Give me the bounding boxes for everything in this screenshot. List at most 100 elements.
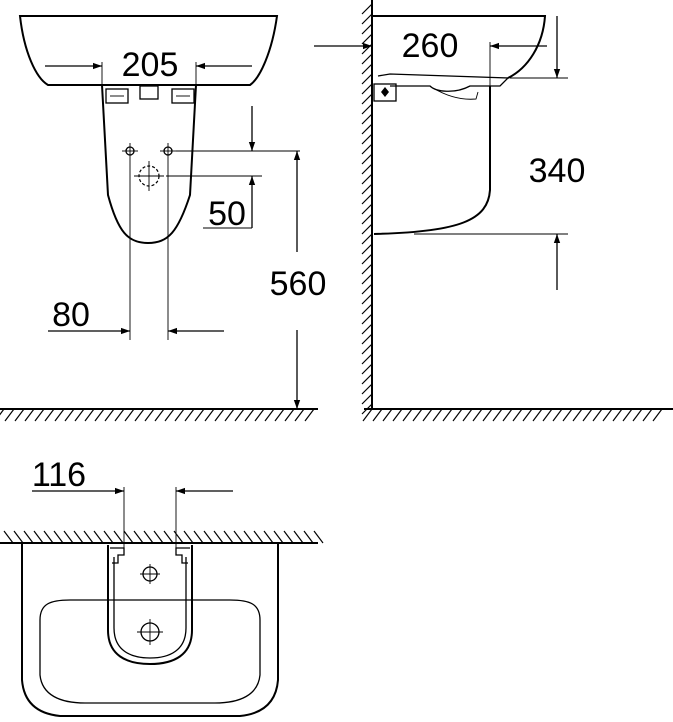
front-view: 205 50 560 80 (18, 15, 327, 409)
dimension-260: 260 (402, 27, 459, 65)
hatch-line (63, 530, 74, 544)
side-view: 260 340 (314, 0, 673, 422)
bracket-right (171, 88, 195, 104)
hatch-line (361, 253, 373, 265)
hatch-line (361, 313, 373, 325)
basin-bowl-top (39, 599, 261, 704)
hatch-line (304, 408, 315, 422)
hatch-line (361, 353, 373, 365)
fixing-hole-left (122, 143, 138, 159)
hatch-line (203, 530, 214, 544)
drain-hole-top (137, 619, 163, 645)
top-view: 116 (0, 456, 324, 717)
hatch-line (361, 93, 373, 105)
hatch-line (642, 408, 653, 422)
hatch-line (361, 113, 373, 125)
hatch-line (254, 408, 265, 422)
hatch-line (243, 530, 254, 544)
drain-hole-front (134, 161, 164, 191)
hatch-line (214, 408, 225, 422)
hatch-line (234, 408, 245, 422)
bracket-center (139, 85, 159, 100)
hatch-line (361, 213, 373, 225)
hatch-line (472, 408, 483, 422)
hatch-line (23, 530, 34, 544)
hatch-line (103, 530, 114, 544)
hatch-line (213, 530, 224, 544)
hatch-line (163, 530, 174, 544)
hatch-line (361, 223, 373, 235)
dimension-80: 80 (52, 296, 90, 334)
hatch-line (293, 530, 304, 544)
hatch-line (264, 408, 275, 422)
hatch-line (522, 408, 533, 422)
hatch-line (361, 123, 373, 135)
hatch-line (204, 408, 215, 422)
hatch-line (263, 530, 274, 544)
hatch-line (4, 408, 15, 422)
hatch-line (33, 530, 44, 544)
hatch-line (193, 530, 204, 544)
hatch-line (361, 13, 373, 25)
hatch-line (602, 408, 613, 422)
hatch-line (361, 183, 373, 195)
basin-front (18, 15, 279, 86)
hatch-line (612, 408, 623, 422)
hatch-line (283, 530, 294, 544)
hatch-line (284, 408, 295, 422)
hatch-line (402, 408, 413, 422)
hatch-line (361, 373, 373, 385)
hatch-line (562, 408, 573, 422)
dimension-560: 560 (270, 265, 327, 303)
hatch-line (104, 408, 115, 422)
hatch-line (13, 530, 24, 544)
hatch-line (73, 530, 84, 544)
hatch-line (361, 233, 373, 245)
hatch-line (194, 408, 205, 422)
hatch-line (74, 408, 85, 422)
hatch-line (361, 263, 373, 275)
hatch-line (361, 363, 373, 375)
hatch-line (361, 293, 373, 305)
floor-front (0, 408, 318, 422)
hatch-line (34, 408, 45, 422)
hatch-line (253, 530, 264, 544)
hatch-line (361, 193, 373, 205)
hatch-line (382, 408, 393, 422)
hatch-line (3, 530, 14, 544)
hatch-line (361, 393, 373, 405)
hatch-line (24, 408, 35, 422)
hatch-line (632, 408, 643, 422)
hatch-line (313, 530, 324, 544)
hatch-line (0, 408, 5, 416)
dimension-205: 205 (122, 46, 179, 84)
hatch-line (143, 530, 154, 544)
hatch-line (452, 408, 463, 422)
hatch-line (502, 408, 513, 422)
hatch-line (392, 408, 403, 422)
hatch-line (462, 408, 473, 422)
hatch-line (372, 408, 383, 422)
hatch-line (83, 530, 94, 544)
hatch-line (361, 33, 373, 45)
hatch-line (532, 408, 543, 422)
hatch-line (432, 408, 443, 422)
hatch-line (361, 343, 373, 355)
hatch-line (361, 153, 373, 165)
pedestal-side (373, 86, 491, 235)
hatch-line (113, 530, 124, 544)
hatch-line (294, 408, 305, 422)
hatch-line (224, 408, 235, 422)
hatch-line (361, 73, 373, 85)
hatch-line (53, 530, 64, 544)
hatch-line (361, 243, 373, 255)
hatch-line (361, 273, 373, 285)
hatch-line (14, 408, 25, 422)
hatch-line (552, 408, 563, 422)
hatch-line (361, 203, 373, 215)
hatch-line (442, 408, 453, 422)
fixing-hole-top (140, 564, 160, 584)
hatch-line (361, 173, 373, 185)
hatch-line (273, 530, 284, 544)
dimension-340: 340 (529, 152, 586, 190)
